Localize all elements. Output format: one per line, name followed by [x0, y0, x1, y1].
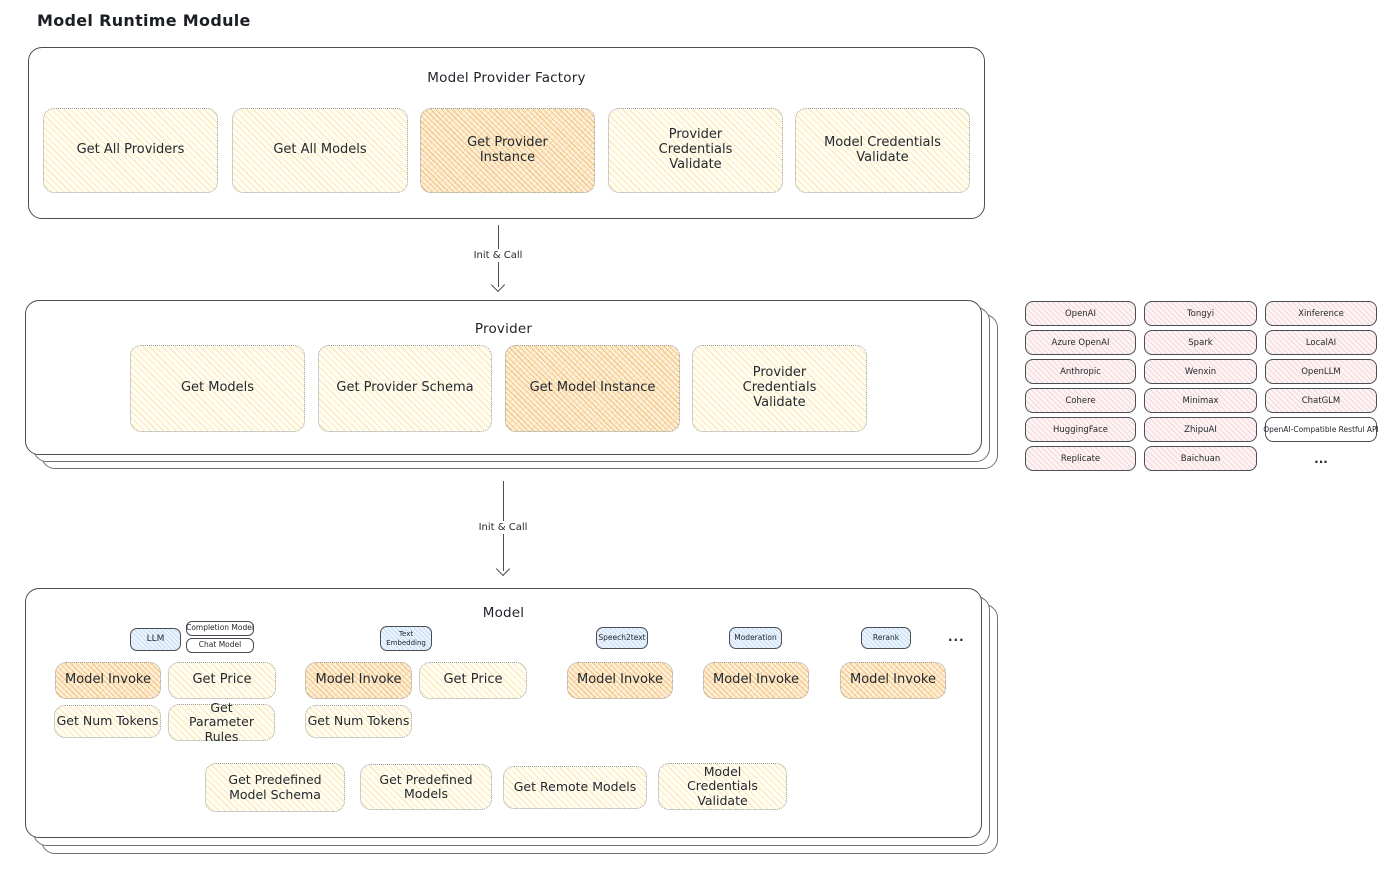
- model-box-speech2text-model-invoke: Model Invoke: [567, 662, 673, 699]
- provider-item-openllm: OpenLLM: [1265, 359, 1377, 384]
- provider-item-openai: OpenAI: [1025, 301, 1136, 326]
- provider-panel-title: Provider: [474, 321, 533, 337]
- factory-box-get-provider-instance: Get Provider Instance: [420, 108, 595, 193]
- provider-item-replicate: Replicate: [1025, 446, 1136, 471]
- provider-box-provider-credentials-validate: Provider Credentials Validate: [692, 345, 867, 432]
- init-call-arrowhead-bottom: [495, 561, 511, 577]
- model-box-llm-model-invoke: Model Invoke: [55, 662, 161, 699]
- factory-box-model-credentials-validate: Model Credentials Validate: [795, 108, 970, 193]
- provider-item-spark: Spark: [1144, 330, 1257, 355]
- model-box-text-embedding-get-price: Get Price: [419, 662, 527, 699]
- factory-box-provider-credentials-validate: Provider Credentials Validate: [608, 108, 783, 193]
- provider-item-wenxin: Wenxin: [1144, 359, 1257, 384]
- model-box-rerank-model-invoke: Model Invoke: [840, 662, 946, 699]
- init-call-label-bottom: Init & Call: [474, 521, 532, 534]
- tab-moderation: Moderation: [729, 627, 782, 649]
- provider-item-openai-compatible-restful-api: OpenAI-Compatible Restful API: [1263, 417, 1379, 442]
- provider-item-zhipuai: ZhipuAI: [1144, 417, 1257, 442]
- factory-panel-title: Model Provider Factory: [427, 70, 586, 86]
- tab-chat-model: Chat Model: [186, 638, 254, 653]
- provider-item-huggingface: HuggingFace: [1025, 417, 1136, 442]
- factory-box-get-all-providers: Get All Providers: [43, 108, 218, 193]
- provider-item-baichuan: Baichuan: [1144, 446, 1257, 471]
- provider-box-get-model-instance: Get Model Instance: [505, 345, 680, 432]
- provider-box-get-models: Get Models: [130, 345, 305, 432]
- tab-completion-model: Completion Model: [186, 621, 254, 636]
- provider-item-azure-openai: Azure OpenAI: [1025, 330, 1136, 355]
- provider-item-localai: LocalAI: [1265, 330, 1377, 355]
- model-box-model-credentials-validate: Model Credentials Validate: [658, 763, 787, 810]
- model-panel-title: Model: [482, 605, 525, 621]
- provider-item-xinference: Xinference: [1265, 301, 1377, 326]
- model-box-get-predefined-models: Get Predefined Models: [360, 764, 492, 810]
- model-box-text-embedding-model-invoke: Model Invoke: [305, 662, 412, 699]
- model-box-get-predefined-model-schema: Get Predefined Model Schema: [205, 763, 345, 812]
- tab-llm: LLM: [130, 628, 181, 651]
- provider-item-minimax: Minimax: [1144, 388, 1257, 413]
- tabs-more-ellipsis: ...: [948, 630, 965, 644]
- diagram-title: Model Runtime Module: [37, 11, 251, 30]
- model-box-text-embedding-get-num-tokens: Get Num Tokens: [305, 705, 412, 738]
- factory-box-get-all-models: Get All Models: [232, 108, 408, 193]
- provider-item-more: ...: [1314, 451, 1328, 466]
- model-box-llm-get-price: Get Price: [168, 662, 276, 699]
- tab-text-embedding: Text Embedding: [380, 626, 432, 651]
- model-box-moderation-model-invoke: Model Invoke: [703, 662, 809, 699]
- tab-speech2text: Speech2text: [596, 627, 648, 649]
- model-box-llm-get-parameter-rules: Get Parameter Rules: [168, 700, 275, 743]
- provider-item-chatglm: ChatGLM: [1265, 388, 1377, 413]
- init-call-label-top: Init & Call: [469, 249, 527, 262]
- provider-list-grid: OpenAI Tongyi Xinference Azure OpenAI Sp…: [1025, 301, 1379, 471]
- provider-item-cohere: Cohere: [1025, 388, 1136, 413]
- provider-box-get-provider-schema: Get Provider Schema: [318, 345, 492, 432]
- tab-rerank: Rerank: [861, 627, 911, 649]
- provider-item-tongyi: Tongyi: [1144, 301, 1257, 326]
- model-box-llm-get-num-tokens: Get Num Tokens: [54, 705, 161, 738]
- model-box-get-remote-models: Get Remote Models: [503, 766, 647, 809]
- init-call-arrowhead-top: [490, 277, 506, 293]
- provider-item-anthropic: Anthropic: [1025, 359, 1136, 384]
